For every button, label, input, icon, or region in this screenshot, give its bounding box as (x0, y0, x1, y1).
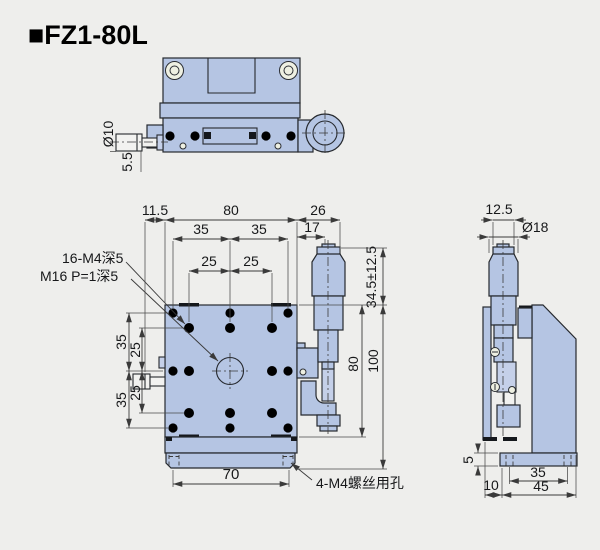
leader-m16 (130, 278, 219, 362)
dim-hole-row-bottom: 25 (127, 385, 143, 401)
mic-barrel-side (490, 295, 517, 326)
dim-hole-row-top: 25 (127, 342, 143, 358)
dim-base-hole-spacing: 70 (223, 466, 240, 483)
mechanism-side (483, 337, 521, 441)
mic-thimble-side (488, 253, 519, 297)
knob-body (115, 133, 143, 152)
dim-screw-row-bottom: 35 (113, 392, 129, 408)
leader-4m4 (290, 462, 313, 481)
side-dims-bottom: 5 35 45 10 (460, 442, 577, 498)
edge-mark (166, 437, 172, 441)
body-block (531, 304, 577, 454)
label-base-holes: 4-M4螺丝用孔 (316, 475, 404, 491)
mic-l-bracket (300, 380, 337, 416)
dim-screw-col-left: 35 (193, 221, 209, 237)
mic-sleeve-side (493, 324, 514, 339)
side-view: 12.5 Ø18 5 35 45 10 (460, 201, 578, 498)
edge-mark (503, 437, 517, 441)
dim-cap-width: 12.5 (485, 201, 512, 217)
mic-bracket-screw (299, 368, 307, 376)
dim-thimble-diameter: Ø18 (522, 219, 549, 235)
rail-mark-right (249, 132, 256, 139)
base-plate (165, 452, 296, 469)
table-top-block (162, 57, 301, 104)
dim-depth: 45 (533, 478, 549, 494)
mic-barrel (313, 295, 344, 331)
carriage-band (164, 436, 298, 454)
slide-foot-neck (503, 391, 516, 406)
edge-mark (271, 434, 291, 438)
dim-table-width: 80 (223, 202, 239, 218)
label-center-thread: M16 P=1深5 (40, 268, 118, 284)
dim-table-height: 80 (345, 356, 361, 372)
dim-left-offset-side: 10 (483, 477, 499, 493)
mic-clamp-side (517, 307, 533, 339)
dim-hole-col-right: 25 (243, 253, 259, 269)
dim-screw-col-right: 35 (251, 221, 267, 237)
micrometer-side (488, 243, 519, 339)
top-view: Ø10 5.5 (100, 57, 348, 172)
dim-hole-col-left: 25 (201, 253, 217, 269)
dim-total-height: 100 (365, 349, 381, 373)
knob-shaft (141, 137, 158, 148)
edge-mark (179, 434, 199, 438)
front-view: 16-M4深5 M16 P=1深5 4-M4螺丝用孔 11.5 80 26 (40, 202, 404, 491)
edge-mark (483, 437, 497, 441)
dim-knob-height: 5.5 (119, 152, 135, 172)
mic-foot (316, 414, 341, 427)
dim-mic-bracket-width: 26 (310, 202, 326, 218)
slide-foot-block (496, 404, 521, 428)
edge-mark (271, 303, 291, 307)
front-dims-top: 11.5 80 26 35 35 17 25 25 (142, 202, 341, 372)
side-dims-top: 12.5 Ø18 (477, 201, 549, 253)
micrometer-front (296, 240, 346, 434)
base-flange (499, 452, 578, 467)
rail-slide (202, 127, 258, 145)
dim-knob-diameter: Ø10 (100, 121, 116, 148)
front-dims-right: 34.5±12.5 100 80 (296, 246, 387, 470)
dim-left-offset: 11.5 (142, 202, 168, 218)
dim-flange-hole-spacing: 35 (530, 464, 546, 480)
page-title: ■FZ1-80L (28, 20, 148, 50)
dim-mic-center-offset: 17 (304, 219, 320, 235)
dim-screw-row-top: 35 (113, 334, 129, 350)
rail-mark-left (204, 132, 211, 139)
label-tapped-holes: 16-M4深5 (62, 250, 124, 266)
flange-holes-hidden (505, 455, 572, 466)
front-dims-bottom: 70 (172, 466, 290, 487)
mechanism-screws (490, 347, 516, 394)
counterbore-right (279, 61, 298, 80)
dim-flange-height: 5 (460, 456, 476, 464)
table-slot (207, 58, 256, 94)
leader-16m4 (125, 261, 186, 325)
edge-mark (291, 437, 297, 441)
mic-foot-tip (319, 425, 338, 432)
mic-thimble (311, 253, 346, 297)
dim-height-travel: 34.5±12.5 (363, 246, 379, 308)
clamp-knob-shaft (149, 376, 166, 387)
table-lower-band (159, 102, 301, 119)
plate-edge (482, 306, 492, 441)
rail-screws (165, 131, 296, 150)
clamp-boss (158, 356, 166, 369)
knob-collar (156, 134, 164, 151)
counterbore-left (165, 61, 184, 80)
front-dims-left: 35 35 25 25 (113, 312, 184, 429)
